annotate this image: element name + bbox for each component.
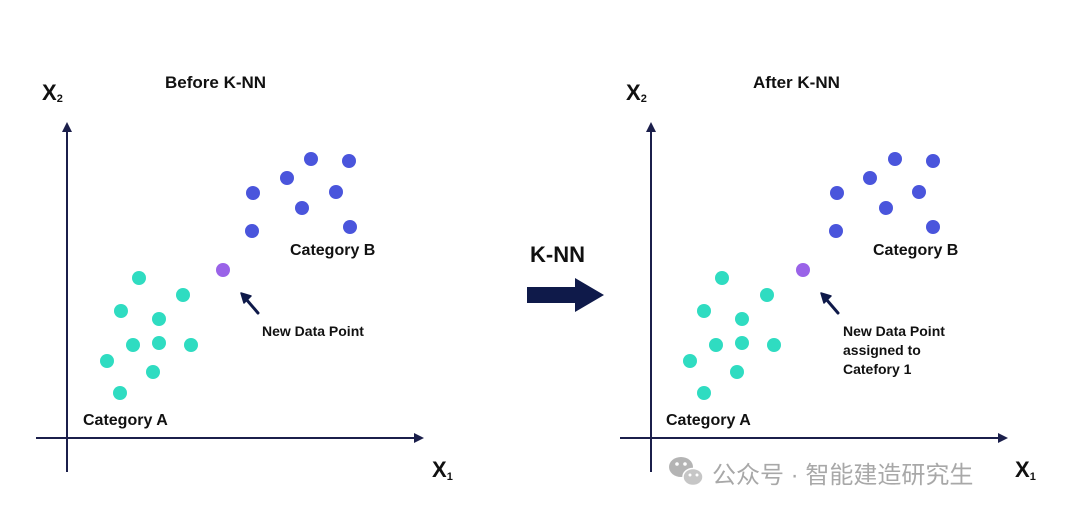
category-b-point	[830, 186, 844, 200]
category-a-label: Category A	[666, 412, 751, 429]
category-a-cluster	[100, 271, 198, 400]
knn-label: K-NN	[530, 242, 585, 267]
category-b-point	[343, 220, 357, 234]
category-b-point	[879, 201, 893, 215]
category-a-cluster	[683, 271, 781, 400]
category-a-label: Category A	[83, 412, 168, 429]
category-a-point	[184, 338, 198, 352]
x-axis-label: X1	[432, 457, 453, 483]
watermark-text: 公众号 · 智能建造研究生	[712, 462, 973, 489]
category-a-point	[730, 365, 744, 379]
category-b-point	[245, 224, 259, 238]
y-axis-label: X2	[626, 80, 647, 105]
wechat-icon	[669, 457, 704, 487]
category-a-point	[735, 312, 749, 326]
category-a-point	[709, 338, 723, 352]
category-b-label: Category B	[873, 242, 958, 259]
category-a-point	[152, 336, 166, 350]
new-data-point	[216, 263, 230, 277]
category-a-point	[113, 386, 127, 400]
category-a-point	[114, 304, 128, 318]
new-point-label: New Data Point assigned to Catefory 1	[843, 323, 949, 377]
category-a-point	[715, 271, 729, 285]
category-a-point	[697, 386, 711, 400]
category-b-point	[295, 201, 309, 215]
category-a-point	[760, 288, 774, 302]
category-a-point	[126, 338, 140, 352]
panel-after: After K-NN X2 X1	[620, 73, 1036, 483]
category-a-point	[683, 354, 697, 368]
pointer-arrow	[820, 292, 840, 315]
panel-title: Before K-NN	[165, 73, 266, 92]
category-a-point	[767, 338, 781, 352]
category-a-point	[735, 336, 749, 350]
category-b-point	[863, 171, 877, 185]
category-b-point	[912, 185, 926, 199]
category-b-point	[304, 152, 318, 166]
category-a-point	[100, 354, 114, 368]
category-b-point	[926, 154, 940, 168]
right-arrow-icon	[527, 278, 604, 312]
category-b-cluster	[245, 152, 357, 238]
pointer-arrow	[240, 292, 260, 315]
category-b-point	[926, 220, 940, 234]
y-axis-label: X2	[42, 80, 63, 105]
panel-title: After K-NN	[753, 73, 840, 92]
x-axis-label: X1	[1015, 457, 1036, 483]
watermark: 公众号 · 智能建造研究生	[669, 457, 973, 489]
category-b-point	[888, 152, 902, 166]
category-a-point	[697, 304, 711, 318]
category-a-point	[132, 271, 146, 285]
category-b-point	[280, 171, 294, 185]
new-data-point	[796, 263, 810, 277]
new-point-label: New Data Point	[262, 323, 364, 339]
category-b-point	[329, 185, 343, 199]
category-a-point	[146, 365, 160, 379]
panel-before: Before K-NN X2 X1	[36, 73, 453, 483]
knn-transition: K-NN	[527, 242, 604, 312]
category-b-point	[342, 154, 356, 168]
category-b-label: Category B	[290, 242, 375, 259]
category-b-cluster	[829, 152, 940, 238]
category-b-point	[829, 224, 843, 238]
category-b-point	[246, 186, 260, 200]
category-a-point	[176, 288, 190, 302]
category-a-point	[152, 312, 166, 326]
